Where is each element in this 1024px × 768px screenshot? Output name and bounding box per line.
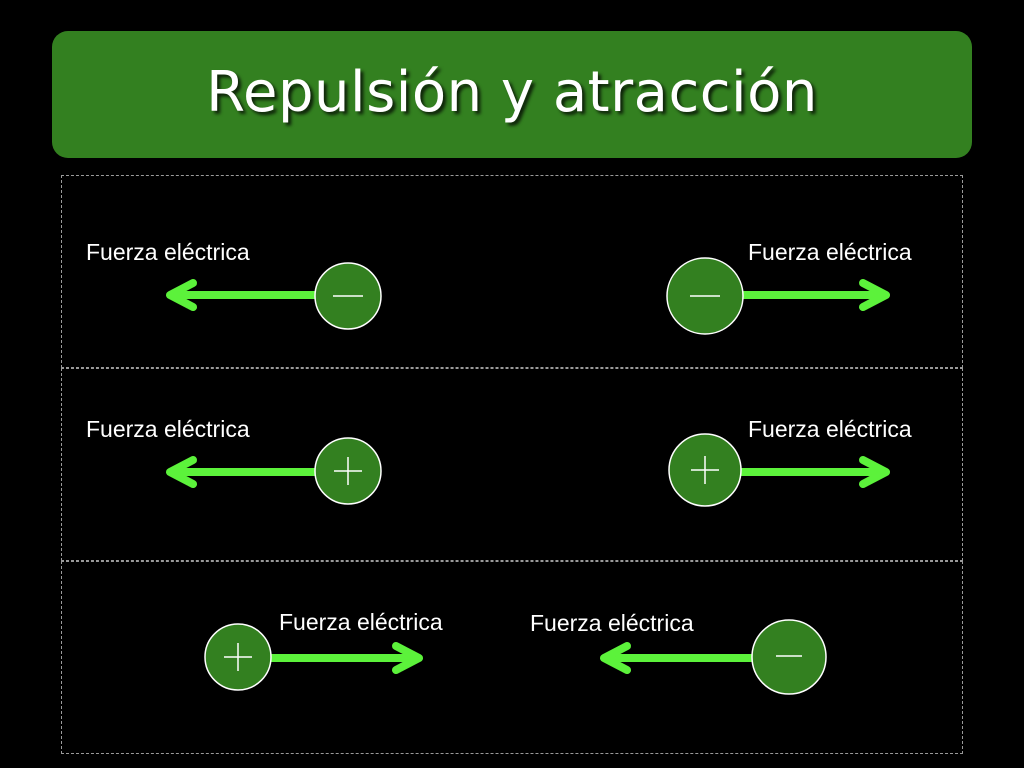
panel-2-left-arrow bbox=[166, 456, 322, 488]
panel-3-negative-charge bbox=[751, 619, 827, 695]
panel-3-left-arrow bbox=[266, 642, 423, 674]
panel-3-right-arrow bbox=[600, 642, 756, 674]
panel-3-right-force-label: Fuerza eléctrica bbox=[530, 610, 694, 636]
panel-1-left-force-label: Fuerza eléctrica bbox=[86, 239, 250, 265]
panel-1-left-negative-charge bbox=[314, 262, 382, 330]
repulsion-negative-panel bbox=[61, 175, 963, 368]
panel-3-left-force-label: Fuerza eléctrica bbox=[279, 609, 443, 635]
panel-1-left-arrow bbox=[166, 279, 322, 311]
panel-2-right-arrow bbox=[734, 456, 890, 488]
panel-3-positive-charge bbox=[204, 623, 272, 691]
slide-title: Repulsión y atracción bbox=[206, 60, 818, 125]
attraction-panel bbox=[61, 561, 963, 754]
title-bar: Repulsión y atracción bbox=[52, 31, 972, 158]
panel-2-left-positive-charge bbox=[314, 437, 382, 505]
panel-2-left-force-label: Fuerza eléctrica bbox=[86, 416, 250, 442]
panel-1-right-force-label: Fuerza eléctrica bbox=[748, 239, 912, 265]
panel-1-right-arrow bbox=[734, 279, 890, 311]
panel-2-right-force-label: Fuerza eléctrica bbox=[748, 416, 912, 442]
panel-1-right-negative-charge bbox=[666, 257, 744, 335]
panel-2-right-positive-charge bbox=[668, 433, 742, 507]
repulsion-positive-panel bbox=[61, 368, 963, 561]
